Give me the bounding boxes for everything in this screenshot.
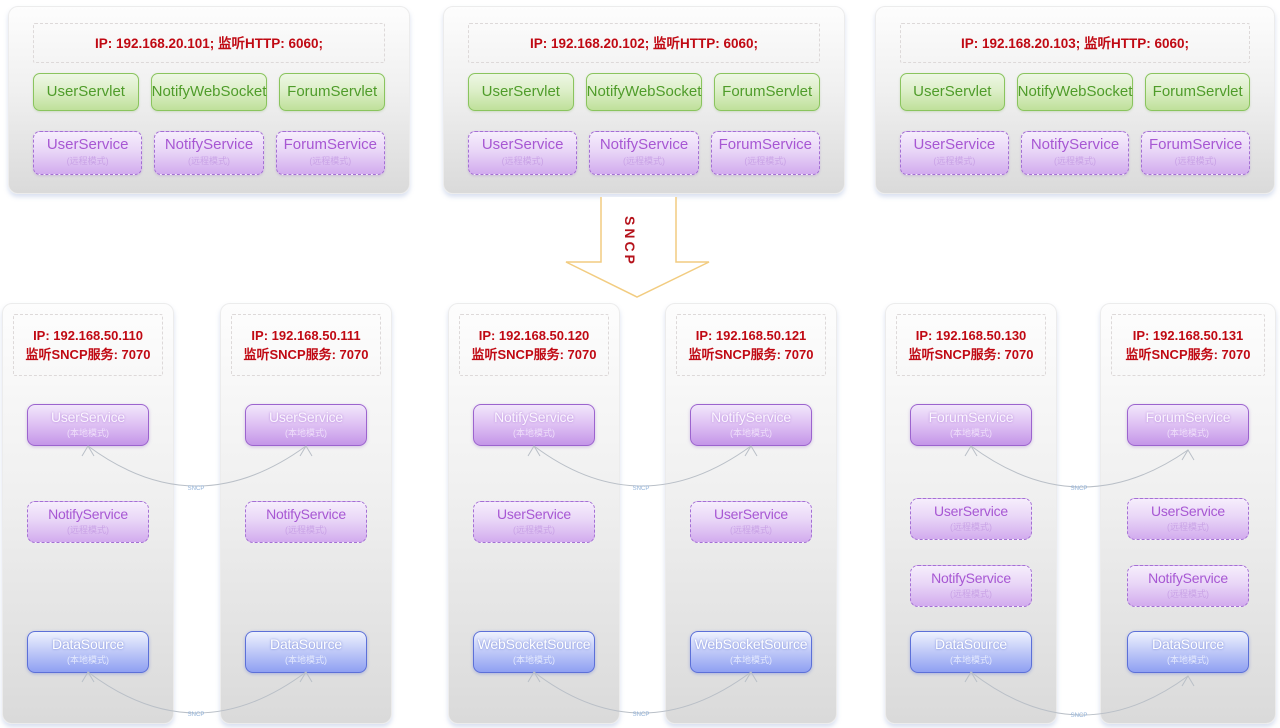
node-ip-header: IP: 192.168.50.131 监听SNCP服务: 7070 <box>1111 314 1265 376</box>
servlet-box-notifywebsocket: NotifyWebSocket <box>585 73 703 111</box>
http-node-103: IP: 192.168.20.103; 监听HTTP: 6060; UserSe… <box>875 6 1275 194</box>
datasource-box: DataSource (本地模式) <box>910 631 1032 673</box>
sncp-arrow-label: SNCP <box>622 216 638 267</box>
servlet-box-userservlet: UserServlet <box>468 73 574 111</box>
connector-label: SNCP <box>1071 486 1088 492</box>
remote-service-box: UserService (远程模式) <box>1127 498 1249 540</box>
service-box-forumservice: ForumService (远程模式) <box>710 131 820 175</box>
ip-text: IP: 192.168.50.131 <box>1132 328 1244 343</box>
remote-service-box: NotifyService (远程模式) <box>910 565 1032 607</box>
node-ip-header: IP: 192.168.20.103; 监听HTTP: 6060; <box>900 23 1250 63</box>
node-ip-header: IP: 192.168.50.120 监听SNCP服务: 7070 <box>459 314 609 376</box>
servlet-box-forumservlet: ForumServlet <box>714 73 820 111</box>
websocketsource-box: WebSocketSource (本地模式) <box>473 631 595 673</box>
listen-text: 监听SNCP服务: 7070 <box>1125 347 1251 362</box>
service-row: UserService (远程模式) NotifyService (远程模式) … <box>468 131 820 175</box>
ip-text: IP: 192.168.50.130 <box>915 328 1027 343</box>
http-node-101: IP: 192.168.20.101; 监听HTTP: 6060; UserSe… <box>8 6 410 194</box>
service-box-notifyservice: NotifyService (远程模式) <box>154 131 264 175</box>
datasource-box: DataSource (本地模式) <box>1127 631 1249 673</box>
sncp-node-130: IP: 192.168.50.130 监听SNCP服务: 7070 ForumS… <box>885 303 1057 724</box>
connector-label: SNCP <box>633 486 650 492</box>
node-ip-header: IP: 192.168.50.111 监听SNCP服务: 7070 <box>231 314 381 376</box>
servlet-row: UserServlet NotifyWebSocket ForumServlet <box>468 73 820 111</box>
service-box-forumservice: ForumService (远程模式) <box>1141 131 1251 175</box>
remote-service-box: UserService (远程模式) <box>910 498 1032 540</box>
ip-text: IP: 192.168.50.110 <box>33 328 143 343</box>
ip-text: IP: 192.168.50.111 <box>251 328 361 343</box>
sncp-node-111: IP: 192.168.50.111 监听SNCP服务: 7070 UserSe… <box>220 303 392 724</box>
ip-text: IP: 192.168.20.101; 监听HTTP: 6060; <box>94 36 324 51</box>
http-node-102: IP: 192.168.20.102; 监听HTTP: 6060; UserSe… <box>443 6 845 194</box>
websocketsource-box: WebSocketSource (本地模式) <box>690 631 812 673</box>
ip-text: IP: 192.168.50.120 <box>478 328 590 343</box>
sncp-node-131: IP: 192.168.50.131 监听SNCP服务: 7070 ForumS… <box>1100 303 1276 724</box>
service-box-userservice: UserService (远程模式) <box>468 131 578 175</box>
service-box-userservice: UserService (远程模式) <box>33 131 143 175</box>
datasource-box: DataSource (本地模式) <box>27 631 149 673</box>
servlet-row: UserServlet NotifyWebSocket ForumServlet <box>33 73 385 111</box>
service-row: UserService (远程模式) NotifyService (远程模式) … <box>900 131 1251 175</box>
remote-service-box: UserService (远程模式) <box>473 501 595 543</box>
listen-text: 监听SNCP服务: 7070 <box>688 347 814 362</box>
servlet-box-forumservlet: ForumServlet <box>1145 73 1250 111</box>
servlet-row: UserServlet NotifyWebSocket ForumServlet <box>900 73 1250 111</box>
local-service-box: UserService (本地模式) <box>245 404 367 446</box>
remote-service-box: NotifyService (远程模式) <box>1127 565 1249 607</box>
servlet-box-notifywebsocket: NotifyWebSocket <box>150 73 268 111</box>
connector-label: SNCP <box>188 712 205 718</box>
connector-label: SNCP <box>633 712 650 718</box>
service-box-notifyservice: NotifyService (远程模式) <box>589 131 699 175</box>
local-service-box: NotifyService (本地模式) <box>690 404 812 446</box>
ip-text: IP: 192.168.20.103; 监听HTTP: 6060; <box>960 36 1190 51</box>
node-ip-header: IP: 192.168.50.130 监听SNCP服务: 7070 <box>896 314 1046 376</box>
datasource-box: DataSource (本地模式) <box>245 631 367 673</box>
local-service-box: ForumService (本地模式) <box>1127 404 1249 446</box>
sncp-node-110: IP: 192.168.50.110 监听SNCP服务: 7070 UserSe… <box>2 303 174 724</box>
listen-text: 监听SNCP服务: 7070 <box>243 347 369 362</box>
node-ip-header: IP: 192.168.50.121 监听SNCP服务: 7070 <box>676 314 826 376</box>
servlet-box-notifywebsocket: NotifyWebSocket <box>1016 73 1134 111</box>
service-box-userservice: UserService (远程模式) <box>900 131 1009 175</box>
connector-label: SNCP <box>1071 713 1088 719</box>
servlet-box-userservlet: UserServlet <box>900 73 1005 111</box>
service-row: UserService (远程模式) NotifyService (远程模式) … <box>33 131 385 175</box>
listen-text: 监听SNCP服务: 7070 <box>25 347 151 362</box>
sncp-node-121: IP: 192.168.50.121 监听SNCP服务: 7070 Notify… <box>665 303 837 724</box>
remote-service-box: NotifyService (远程模式) <box>245 501 367 543</box>
local-service-box: UserService (本地模式) <box>27 404 149 446</box>
listen-text: 监听SNCP服务: 7070 <box>908 347 1034 362</box>
listen-text: 监听SNCP服务: 7070 <box>471 347 597 362</box>
node-ip-header: IP: 192.168.20.102; 监听HTTP: 6060; <box>468 23 820 63</box>
servlet-box-userservlet: UserServlet <box>33 73 139 111</box>
service-box-forumservice: ForumService (远程模式) <box>275 131 385 175</box>
sncp-node-120: IP: 192.168.50.120 监听SNCP服务: 7070 Notify… <box>448 303 620 724</box>
local-service-box: NotifyService (本地模式) <box>473 404 595 446</box>
remote-service-box: UserService (远程模式) <box>690 501 812 543</box>
service-box-notifyservice: NotifyService (远程模式) <box>1020 131 1130 175</box>
ip-text: IP: 192.168.50.121 <box>695 328 807 343</box>
node-ip-header: IP: 192.168.50.110 监听SNCP服务: 7070 <box>13 314 163 376</box>
local-service-box: ForumService (本地模式) <box>910 404 1032 446</box>
servlet-box-forumservlet: ForumServlet <box>279 73 385 111</box>
node-ip-header: IP: 192.168.20.101; 监听HTTP: 6060; <box>33 23 385 63</box>
ip-text: IP: 192.168.20.102; 监听HTTP: 6060; <box>529 36 759 51</box>
remote-service-box: NotifyService (远程模式) <box>27 501 149 543</box>
connector-label: SNCP <box>188 486 205 492</box>
